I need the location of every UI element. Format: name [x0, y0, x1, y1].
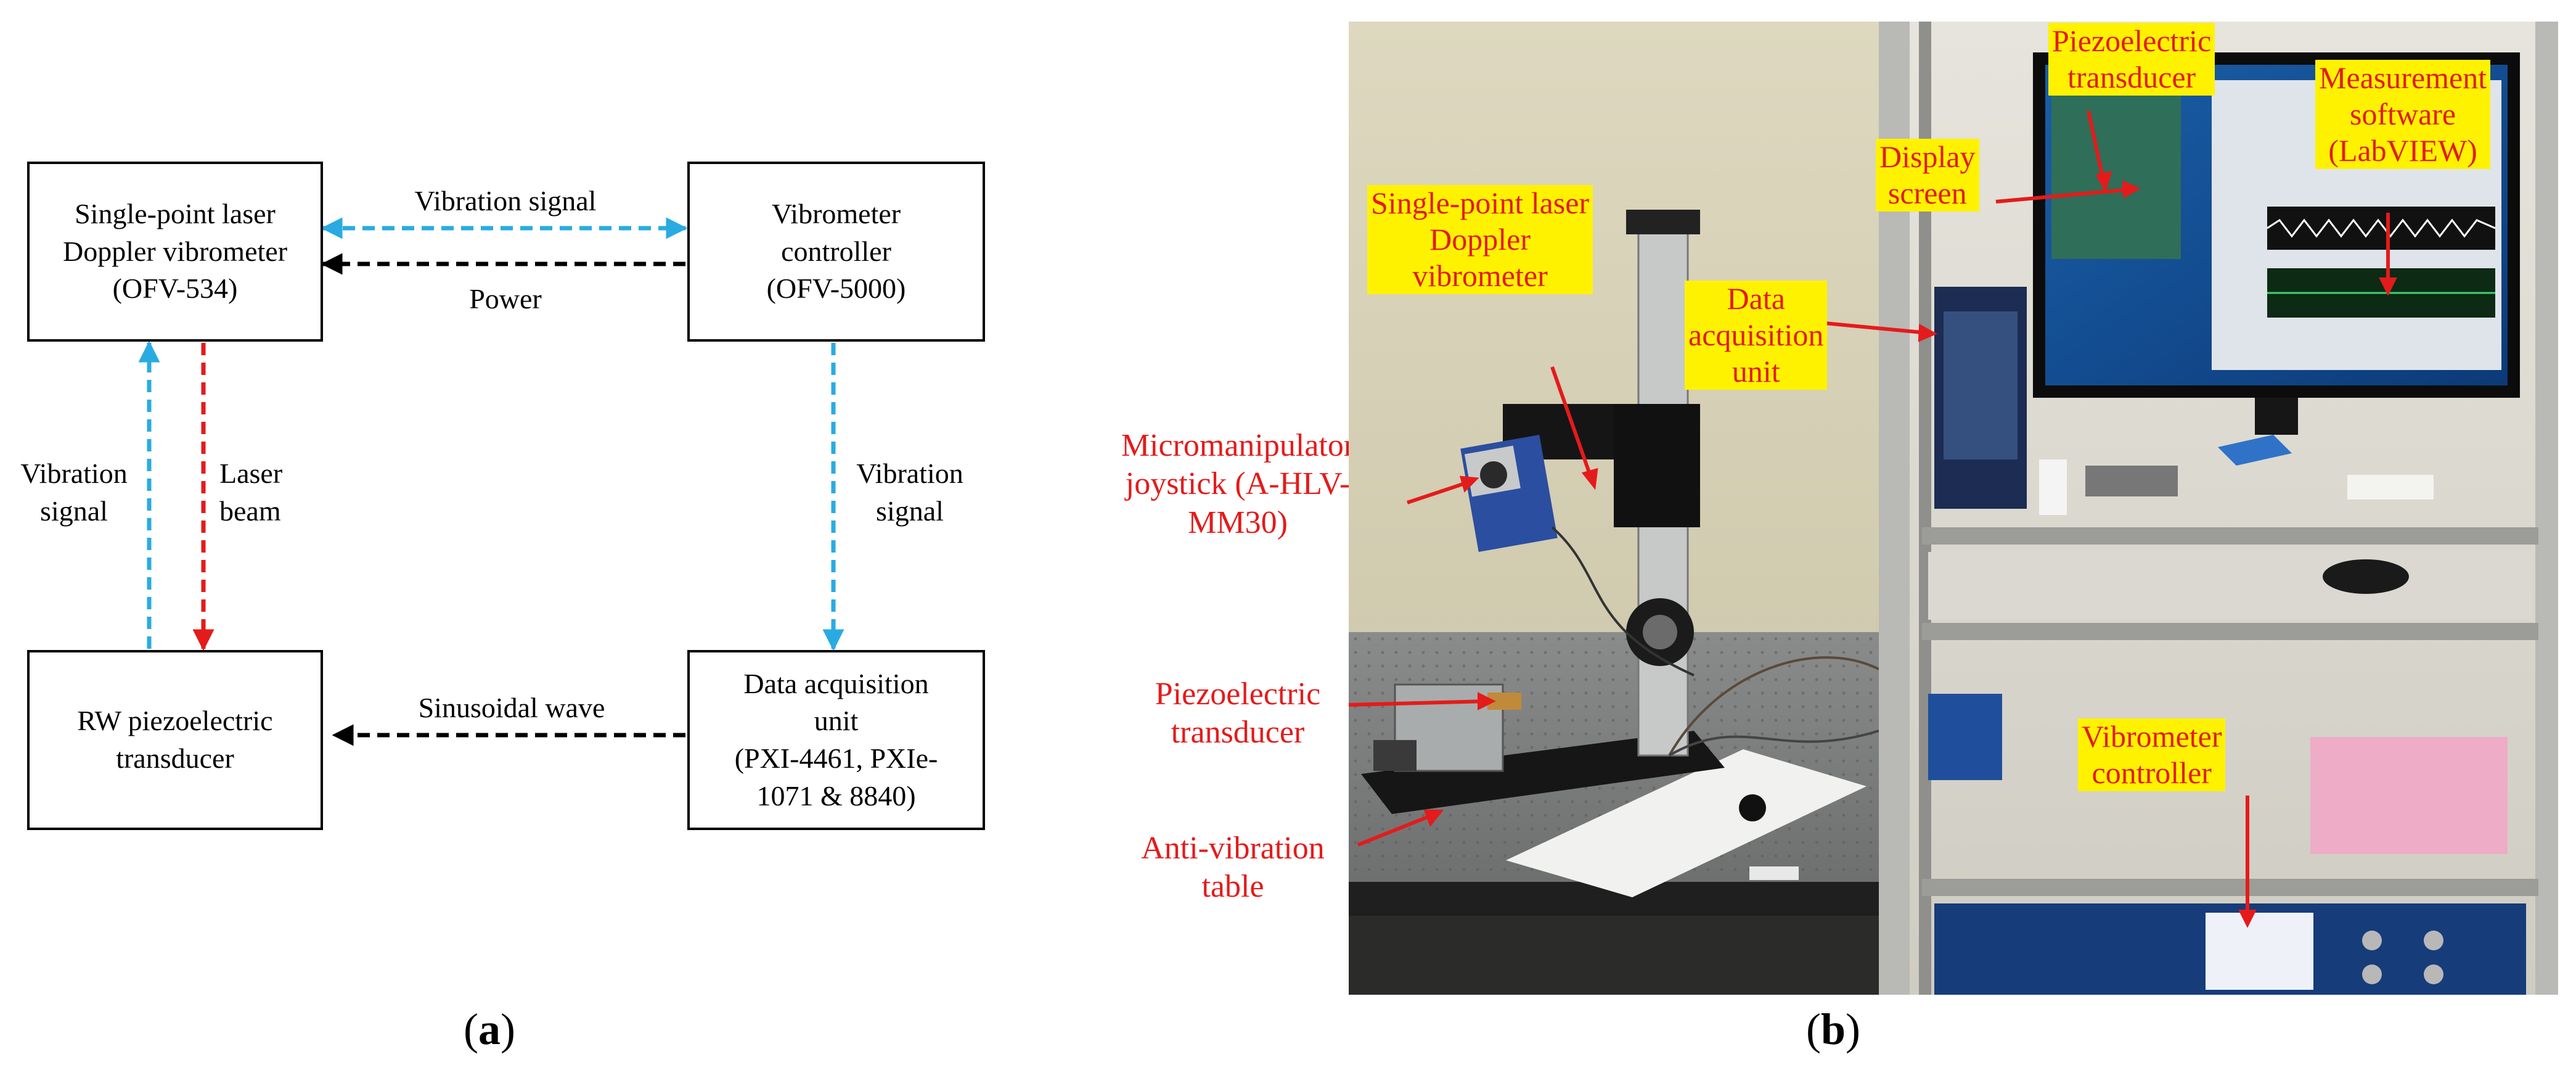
callout-daq: Data acquisition unit [1685, 281, 1828, 390]
arrow-daq-head [1918, 324, 1937, 342]
controller-knob-3 [2362, 965, 2382, 984]
arrow-piezo-top [2087, 110, 2106, 184]
power-label: Power [469, 283, 542, 315]
arrow-ldv [1550, 366, 1594, 482]
callout-ldv: Single-point laser Doppler vibrometer [1367, 185, 1593, 294]
block-diagram: Single-point laser Doppler vibrometer (O… [0, 0, 1251, 1086]
controller-box-label: Vibrometer controller (OFV-5000) [766, 197, 906, 305]
monitor-graph-1 [2267, 207, 2495, 250]
rack-post-right [2535, 22, 2558, 995]
daq-box-label: Data acquisition unit (PXI-4461, PXIe- 1… [734, 667, 938, 812]
annotation-arrows [1349, 110, 2397, 928]
arrow-controller-head [2238, 910, 2257, 928]
arrow-piezo [1349, 699, 1488, 707]
monitor-camera-view [2051, 80, 2181, 259]
translation-stage-knob [1373, 740, 1417, 771]
transducer-box: RW piezoelectric transducer [27, 650, 323, 830]
label-sticker [1749, 866, 1799, 880]
blue-instrument [1928, 694, 2002, 780]
arrow-table-head [1423, 810, 1444, 828]
ldv-box-label: Single-point laser Doppler vibrometer (O… [62, 197, 288, 305]
monitor-stand [2255, 398, 2298, 435]
vibration-signal-top-label: Vibration signal [414, 185, 597, 216]
desk-item-blue-tool [2218, 435, 2292, 466]
arrow-piezo-head [1478, 692, 1496, 710]
foot-pedal [1739, 794, 1766, 821]
ldv-box: Single-point laser Doppler vibrometer (O… [27, 162, 323, 342]
connections-layer [138, 217, 844, 746]
arrow-software-head [2379, 278, 2397, 296]
callout-piezo-top: Piezoelectric transducer [2048, 23, 2215, 96]
controller-box: Vibrometer controller (OFV-5000) [687, 162, 985, 342]
setup-photo-illustration [1349, 22, 2558, 995]
daq-chassis-panel [1944, 311, 2018, 459]
setup-photo: Piezoelectric transducer Measurement sof… [1349, 22, 2558, 995]
arrow-ldv-head [1581, 467, 1598, 490]
stand-carriage [1614, 404, 1700, 527]
arrow-display [1995, 187, 2132, 204]
vibration-signal-right-label: Vibration signal [856, 458, 963, 527]
controller-display [2206, 913, 2313, 990]
cable-1 [1668, 656, 1879, 756]
power-strip [2347, 475, 2434, 500]
shelf-2 [1922, 623, 2538, 640]
piezo-side-label: Piezoelectric transducer [1155, 677, 1321, 751]
vibrometer-lens [1480, 461, 1507, 488]
desk-item-cup [2039, 459, 2067, 515]
sinusoidal-wave-label: Sinusoidal wave [418, 692, 605, 723]
arrow-piezo-top-head [2095, 170, 2112, 193]
controller-knob-1 [2362, 931, 2382, 950]
panel-label-b: (b) [1806, 1005, 1861, 1054]
pink-bag [2310, 737, 2508, 854]
arrow-table [1357, 812, 1436, 847]
transducer-box-label: RW piezoelectric transducer [77, 705, 273, 774]
controller-knob-2 [2424, 931, 2443, 950]
shelf-3 [1922, 879, 2538, 896]
joystick-side-label: Micromanipulator joystick (A-HLV- MM30) [1121, 428, 1355, 540]
cable-3 [1551, 526, 1695, 677]
table-side-label: Anti-vibration table [1141, 831, 1325, 905]
mouse [2323, 559, 2409, 594]
callout-measurement-software: Measurement software (LabVIEW) [2315, 60, 2491, 169]
vibration-signal-left-label: Vibration signal [20, 458, 128, 527]
stand-clamp-inner [1643, 615, 1677, 649]
monitor-waveform-1 [2267, 218, 2496, 238]
cable-2 [1668, 730, 1879, 757]
keyboard-tray [1928, 552, 2532, 620]
callout-display-screen: Display screen [1876, 139, 1979, 212]
controller-knob-4 [2424, 965, 2443, 984]
laser-beam-label: Laser beam [219, 458, 283, 527]
daq-box: Data acquisition unit (PXI-4461, PXIe- 1… [687, 650, 985, 830]
arrow-joystick-head [1459, 475, 1479, 493]
stand-base [1361, 731, 1725, 814]
paper-sheet [1506, 749, 1867, 897]
arrow-display-head [2122, 180, 2141, 199]
panel-label-a: (a) [464, 1005, 515, 1054]
desk-item-box [2085, 466, 2178, 496]
arrow-joystick [1407, 479, 1473, 504]
callout-vibrometer-controller: Vibrometer controller [2078, 718, 2226, 791]
stand-pillar-top [1626, 210, 1700, 234]
shelf-1 [1922, 527, 2538, 545]
